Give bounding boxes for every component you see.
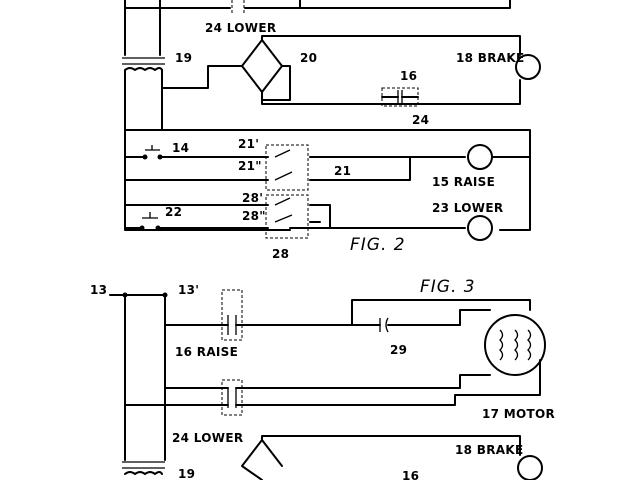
- fig3-label-13: 13: [90, 283, 107, 297]
- fig2-lower-coil-23: [467, 215, 493, 241]
- fig2-secondary-leads: [124, 69, 163, 131]
- fig3-title: FIG. 3: [420, 277, 476, 297]
- fig3-label-16-raise: 16 RAISE: [175, 345, 238, 359]
- fig3-supply-bus: [109, 294, 166, 461]
- fig3-label-17-motor: 17 MOTOR: [482, 407, 555, 421]
- fig2-relay-28-box: [265, 194, 309, 239]
- fig3-label-19: 19: [178, 467, 195, 480]
- fig3-label-29: 29: [390, 343, 407, 357]
- fig3-lower-line: [164, 374, 491, 389]
- fig3-diagram: [109, 289, 546, 481]
- fig2-relay-21-box: [265, 144, 309, 191]
- fig2-holding-rung: [124, 156, 411, 181]
- fig2-label-22: 22: [165, 205, 182, 219]
- fig2-pushbutton-14: [145, 145, 160, 151]
- fig2-label-14: 14: [172, 141, 189, 155]
- fig2-raise-coil-15: [467, 144, 493, 170]
- fig3-motor-windings: [499, 329, 532, 361]
- fig3-transformer-secondary: [124, 471, 163, 475]
- fig3-label-24-lower: 24 LOWER: [172, 431, 243, 445]
- fig2-contact-16-box: [381, 87, 419, 107]
- fig3-common-line: [124, 359, 541, 406]
- fig3-bridge-rectifier: [241, 439, 283, 481]
- fig3-transformer-core: [122, 461, 165, 469]
- fig2-label-24-lower: 24 LOWER: [205, 21, 276, 35]
- fig3-label-13-prime: 13': [178, 283, 199, 297]
- fig3-motor-top-wire: [351, 299, 531, 326]
- fig2-transformer-secondary: [124, 67, 163, 71]
- fig2-transformer-primary-leads: [124, 0, 161, 56]
- fig2-label-23-lower: 23 LOWER: [432, 201, 503, 215]
- fig3-label-18-brake: 18 BRAKE: [455, 443, 523, 457]
- fig2-bridge-input-wires: [161, 65, 291, 101]
- fig3-lower-contact-box: [221, 379, 243, 416]
- fig3-brake-wire: [261, 435, 521, 456]
- fig3-capacitor-29: [379, 317, 389, 333]
- fig2-label-15-raise: 15 RAISE: [432, 175, 495, 189]
- fig2-label-28-prime: 28': [242, 191, 263, 205]
- fig3-raise-contact-16: [227, 315, 237, 335]
- fig2-label-20: 20: [300, 51, 317, 65]
- fig2-brake-circuit-wires: [261, 35, 521, 105]
- fig2-contact-16: [397, 90, 403, 104]
- fig2-label-21-prime: 21': [238, 137, 259, 151]
- fig3-raise-contact-box: [221, 289, 243, 341]
- fig2-label-21: 21: [334, 164, 351, 178]
- fig2-label-19: 19: [175, 51, 192, 65]
- fig3-lower-contact-24: [227, 388, 237, 408]
- fig2-label-28-double-prime: 28": [242, 209, 266, 223]
- fig3-motor-17: [484, 314, 546, 376]
- fig2-control-bus: [124, 129, 531, 231]
- fig2-transformer-core: [122, 57, 165, 65]
- fig2-relay-28-contacts: [274, 197, 293, 223]
- fig2-label-28: 28: [272, 247, 289, 261]
- fig2-top-wire: [124, 0, 511, 9]
- fig2-label-21-double-prime: 21": [238, 159, 262, 173]
- fig3-brake-coil: [517, 455, 543, 481]
- fig2-label-18-brake: 18 BRAKE: [456, 51, 524, 65]
- fig2-title: FIG. 2: [350, 235, 406, 255]
- fig2-label-24: 24: [412, 113, 429, 127]
- fig2-label-16: 16: [400, 69, 417, 83]
- fig2-pushbutton-22: [142, 212, 158, 219]
- fig2-left-bus: [124, 129, 291, 231]
- fig2-lower-rung: [289, 204, 466, 229]
- fig2-bridge-rectifier: [241, 39, 283, 93]
- fig2-brake-coil: [515, 54, 541, 80]
- fig3-motor-lead-a: [459, 309, 491, 326]
- fig2-relay-21-contacts: [274, 149, 293, 181]
- fig3-label-16: 16: [402, 469, 419, 480]
- fig2-diagram: [122, 0, 541, 241]
- fig2-top-contact-dashes: [231, 0, 245, 14]
